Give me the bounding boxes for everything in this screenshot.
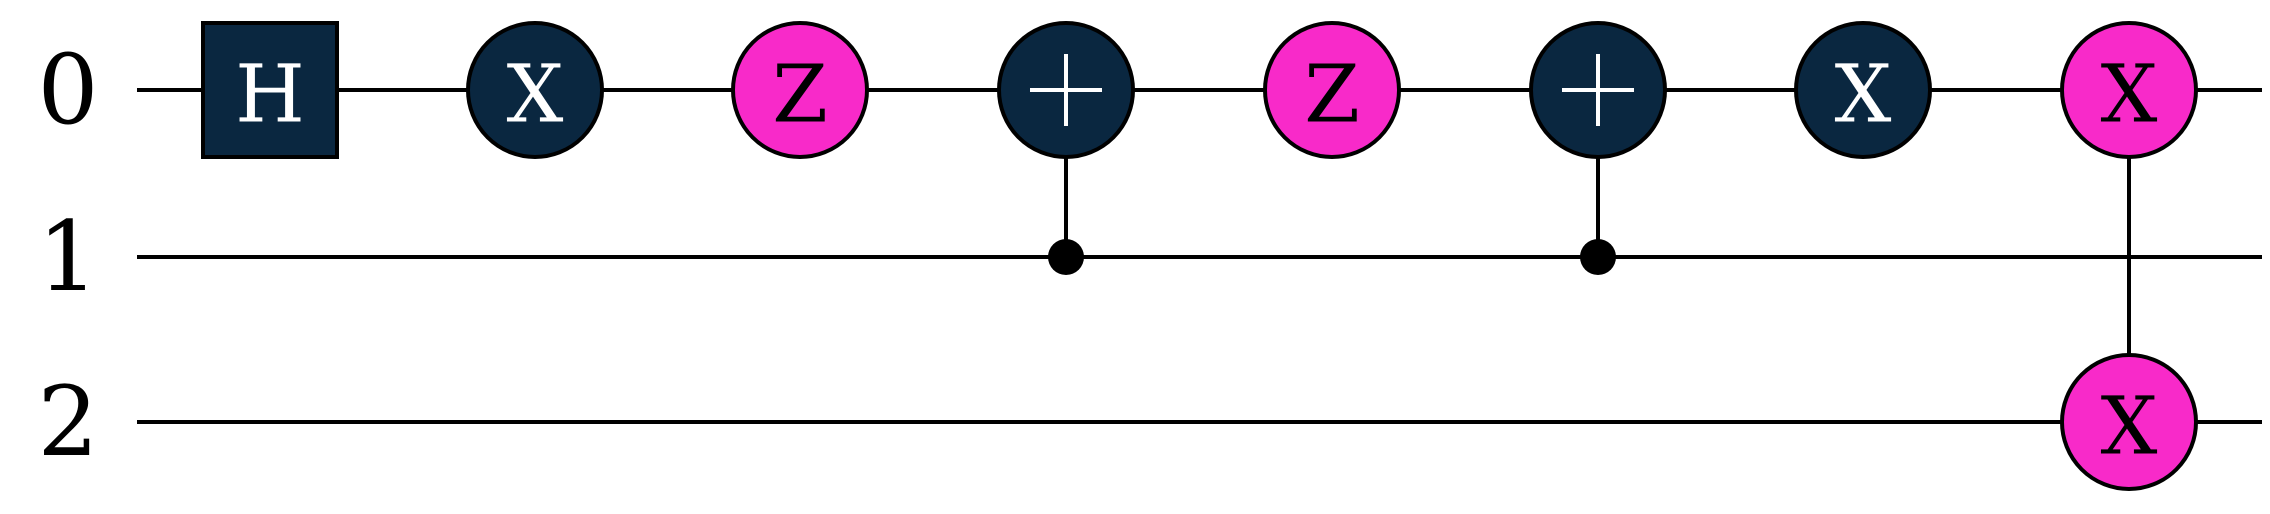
gate-xx-1: X xyxy=(2060,353,2198,491)
gate-x-6: X xyxy=(1794,21,1932,159)
wire-label-0: 0 xyxy=(37,34,98,146)
cnot-target-5 xyxy=(1529,21,1667,159)
gate-xx-0-label: X xyxy=(2101,48,2158,141)
gate-box-shape xyxy=(201,21,339,159)
gate-xx-0: X xyxy=(2060,21,2198,159)
cnot-target-3 xyxy=(997,21,1135,159)
gate-z-4: Z xyxy=(1263,21,1401,159)
gate-z-2-shape xyxy=(731,21,869,159)
wire-label-2: 2 xyxy=(37,366,98,478)
gate-x-1-shape xyxy=(466,21,604,159)
gate-z-4-shape xyxy=(1263,21,1401,159)
gate-x-6-shape xyxy=(1794,21,1932,159)
gate-x-6-label: X xyxy=(1835,48,1892,141)
cnot-control-dot-5 xyxy=(1580,239,1616,275)
gate-xx-1-shape xyxy=(2060,353,2198,491)
wire-label-1: 1 xyxy=(37,201,98,313)
gate-xx-0-shape xyxy=(2060,21,2198,159)
gate-z-2: Z xyxy=(731,21,869,159)
cnot-control-dot-3 xyxy=(1048,239,1084,275)
gate-xx-1-label: X xyxy=(2101,380,2158,473)
gate-box-label: H xyxy=(235,48,305,141)
gate-h-box: H xyxy=(201,21,339,159)
gate-z-4-label: Z xyxy=(1304,48,1360,141)
gate-x-1-label: X xyxy=(507,48,564,141)
gate-z-2-label: Z xyxy=(772,48,828,141)
gates: H X Z Z X X X xyxy=(201,21,2198,491)
gate-x-1: X xyxy=(466,21,604,159)
